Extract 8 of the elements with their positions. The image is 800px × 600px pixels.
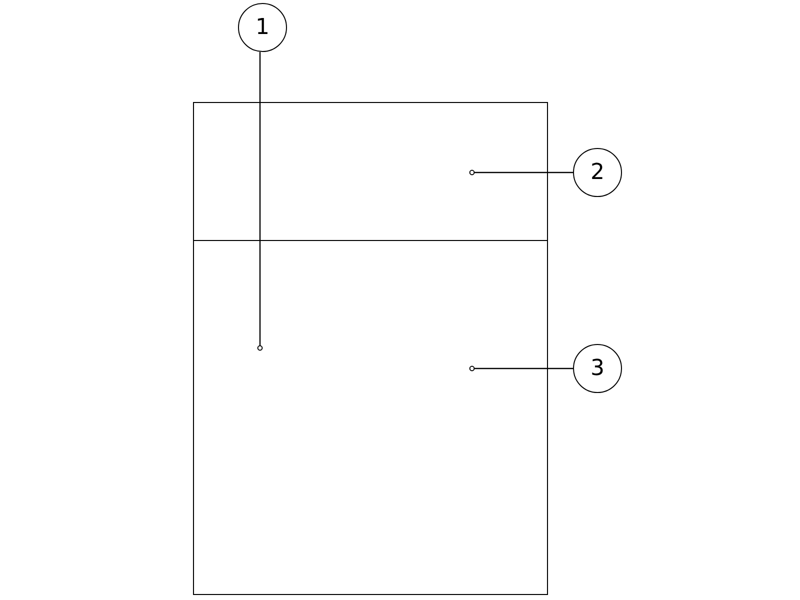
callout-number: 2 — [573, 148, 622, 197]
panel — [193, 240, 548, 595]
leader-line — [469, 170, 573, 176]
callout-number: 3 — [573, 344, 622, 393]
leader-line — [469, 366, 573, 372]
leader-line — [257, 52, 263, 351]
callout-number: 1 — [238, 3, 287, 52]
panel — [193, 102, 548, 241]
